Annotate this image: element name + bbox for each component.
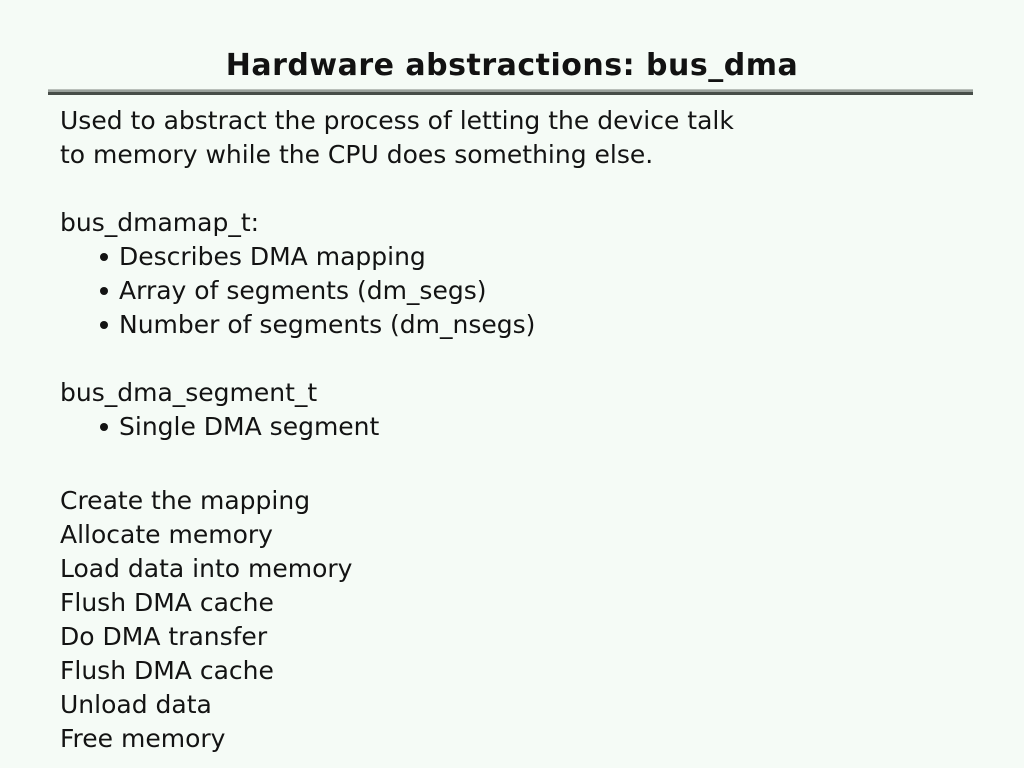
step-line: Flush DMA cache	[60, 588, 274, 617]
bullet-item: Number of segments (dm_nsegs)	[60, 308, 1024, 342]
slide-title: Hardware abstractions: bus_dma	[225, 48, 799, 83]
section-heading: bus_dmamap_t:	[60, 208, 260, 237]
bullet-label: Array of segments (dm_segs)	[119, 276, 487, 305]
bullet-item: Describes DMA mapping	[60, 240, 1024, 274]
title-divider-rule	[48, 89, 973, 95]
intro-line: Used to abstract the process of letting …	[60, 106, 734, 135]
step-line: Allocate memory	[60, 520, 273, 549]
bullet-label: Number of segments (dm_nsegs)	[119, 310, 536, 339]
bullet-dot-icon	[100, 287, 108, 295]
bullet-item: Array of segments (dm_segs)	[60, 274, 1024, 308]
step-line: Create the mapping	[60, 486, 311, 515]
section-bus-dmamap: bus_dmamap_t: Describes DMA mapping Arra…	[60, 206, 1024, 342]
intro-line: to memory while the CPU does something e…	[60, 140, 654, 169]
bullet-dot-icon	[100, 321, 108, 329]
bullet-item: Single DMA segment	[60, 410, 1024, 444]
step-line: Load data into memory	[60, 554, 353, 583]
step-line: Do DMA transfer	[60, 622, 268, 651]
bullet-dot-icon	[100, 423, 108, 431]
bullet-dot-icon	[100, 253, 108, 261]
step-line: Free memory	[60, 724, 226, 753]
bullet-label: Single DMA segment	[119, 412, 380, 441]
dma-steps-list: Create the mapping Allocate memory Load …	[60, 484, 1024, 756]
bullet-label: Describes DMA mapping	[119, 242, 426, 271]
step-line: Unload data	[60, 690, 212, 719]
intro-paragraph: Used to abstract the process of letting …	[60, 104, 1024, 172]
section-bus-dma-segment: bus_dma_segment_t Single DMA segment	[60, 376, 1024, 444]
slide-body: Used to abstract the process of letting …	[60, 104, 1024, 756]
step-line: Flush DMA cache	[60, 656, 274, 685]
section-heading: bus_dma_segment_t	[60, 378, 318, 407]
